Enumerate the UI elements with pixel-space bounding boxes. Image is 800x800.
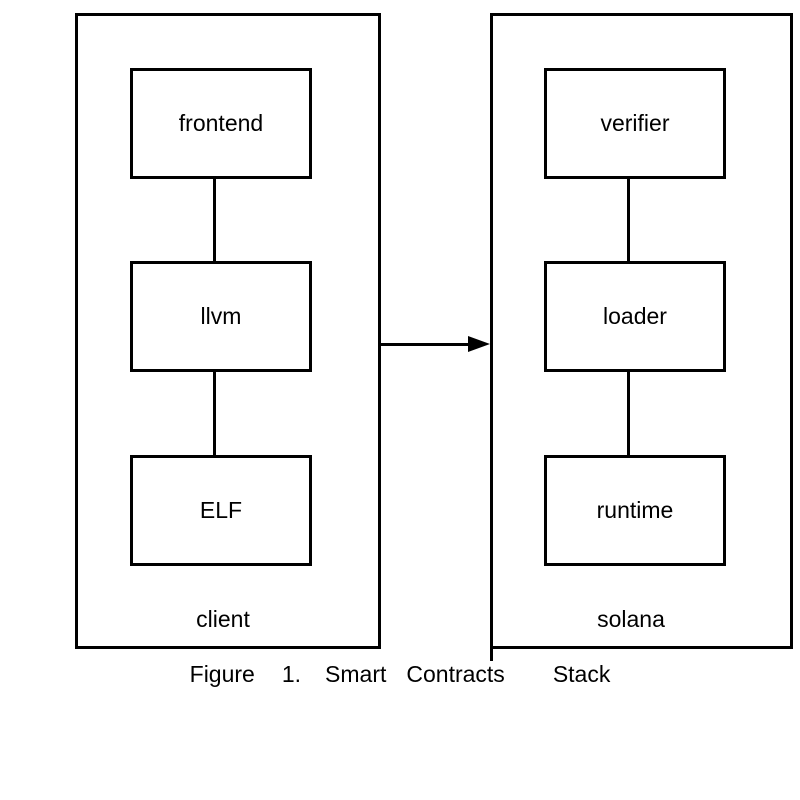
group-label-solana: solana <box>597 606 665 632</box>
node-loader-label: loader <box>603 303 667 329</box>
caption-word: Contracts <box>406 661 505 687</box>
arrow-client-solana-shaft <box>381 343 471 346</box>
connector-loader-runtime <box>627 371 630 455</box>
caption-word: Stack <box>552 661 611 687</box>
connector-llvm-elf <box>213 371 216 455</box>
solana-box-edge-stub <box>490 649 493 661</box>
node-runtime-label: runtime <box>596 497 674 523</box>
node-frontend-label: frontend <box>178 110 264 136</box>
node-llvm: llvm <box>130 261 312 372</box>
node-verifier-label: verifier <box>600 110 670 136</box>
arrow-client-solana-head <box>468 336 490 352</box>
node-loader: loader <box>544 261 726 372</box>
figure-caption: Figure 1. Smart Contracts Stack <box>0 661 800 688</box>
caption-word: Figure <box>189 661 255 687</box>
node-frontend: frontend <box>130 68 312 179</box>
connector-verifier-loader <box>627 178 630 262</box>
node-verifier: verifier <box>544 68 726 179</box>
node-runtime: runtime <box>544 455 726 566</box>
node-llvm-label: llvm <box>200 303 242 329</box>
caption-word: 1. <box>281 661 302 687</box>
group-label-client: client <box>196 606 250 632</box>
connector-frontend-llvm <box>213 178 216 262</box>
caption-word: Smart <box>325 661 387 687</box>
node-elf-label: ELF <box>199 497 243 523</box>
node-elf: ELF <box>130 455 312 566</box>
